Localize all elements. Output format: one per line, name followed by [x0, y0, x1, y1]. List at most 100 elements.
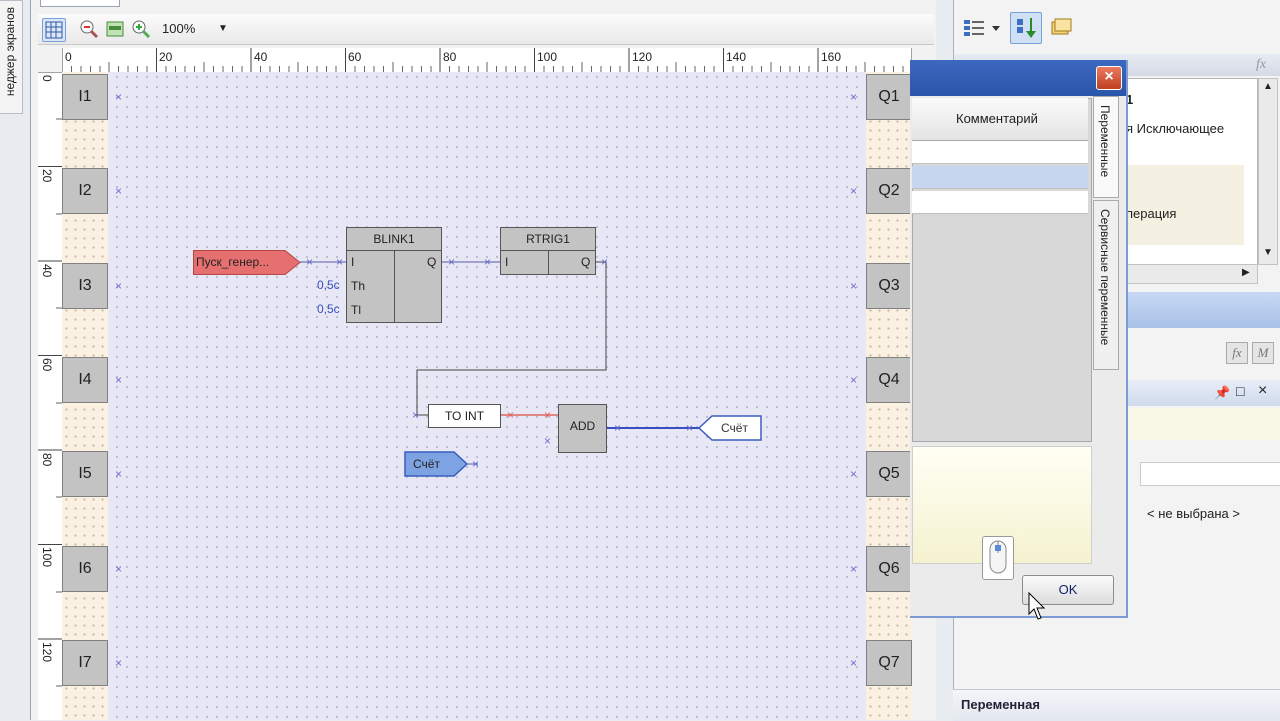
- dialog-close-button[interactable]: ×: [1096, 66, 1122, 90]
- connector-mark[interactable]: ×: [850, 279, 858, 293]
- properties-description: [1126, 165, 1244, 245]
- list-icon: [964, 20, 1000, 36]
- connector-mark[interactable]: ×: [412, 408, 420, 422]
- connector-mark[interactable]: ×: [115, 656, 123, 670]
- grid-row[interactable]: [912, 141, 1088, 164]
- variable-section: Переменная: [953, 689, 1280, 721]
- input-pin[interactable]: I4: [62, 357, 108, 403]
- comment-column-header: Комментарий: [956, 111, 1038, 126]
- macro-button[interactable]: M: [1252, 342, 1274, 364]
- close-icon: ×: [1104, 68, 1114, 85]
- input-pin[interactable]: I7: [62, 640, 108, 686]
- output-pin[interactable]: Q7: [866, 640, 912, 686]
- ruler-top-label: 20: [159, 50, 173, 64]
- grid-toggle-button[interactable]: [42, 18, 66, 42]
- ruler-top-label: 60: [348, 50, 362, 64]
- connector-mark[interactable]: ×: [306, 255, 314, 269]
- dialog-title-bar[interactable]: [910, 60, 1126, 96]
- connector-mark[interactable]: ×: [601, 255, 609, 269]
- zoom-in-icon: [132, 20, 151, 39]
- connector-mark[interactable]: ×: [850, 373, 858, 387]
- connector-mark[interactable]: ×: [507, 408, 515, 422]
- ruler-top-label: 160: [821, 50, 842, 64]
- connector-mark[interactable]: ×: [544, 434, 552, 448]
- grid-row-selected[interactable]: [912, 166, 1088, 189]
- input-pin[interactable]: I6: [62, 546, 108, 592]
- properties-scrollbar[interactable]: ▲ ▼: [1258, 78, 1278, 265]
- connector-mark[interactable]: ×: [544, 408, 552, 422]
- horizontal-scrollbar[interactable]: ▶: [1126, 264, 1258, 284]
- column-header[interactable]: Комментарий: [912, 98, 1088, 141]
- connector-mark[interactable]: ×: [686, 421, 694, 435]
- toint-block[interactable]: TO INT: [428, 404, 501, 428]
- zoom-in-button[interactable]: [130, 18, 152, 40]
- output-pin[interactable]: Q4: [866, 357, 912, 403]
- connector-mark[interactable]: ×: [448, 255, 456, 269]
- connector-mark[interactable]: ×: [614, 421, 622, 435]
- blink-th-value[interactable]: 0,5c: [317, 278, 340, 292]
- connector-mark[interactable]: ×: [115, 279, 123, 293]
- connector-mark[interactable]: ×: [115, 373, 123, 387]
- fit-page-button[interactable]: [104, 18, 126, 40]
- connector-mark[interactable]: ×: [115, 184, 123, 198]
- rtrig-output-q: Q: [581, 255, 591, 269]
- rtrig-block[interactable]: RTRIG1 I Q: [500, 227, 596, 275]
- connector-mark[interactable]: ×: [336, 255, 344, 269]
- connector-mark[interactable]: ×: [850, 467, 858, 481]
- diagram-canvas[interactable]: [62, 72, 912, 720]
- connector-mark[interactable]: ×: [115, 467, 123, 481]
- close-icon[interactable]: ×: [1258, 382, 1268, 399]
- dock-field[interactable]: [1140, 462, 1280, 486]
- ruler-top-label: 140: [726, 50, 747, 64]
- block-divider: [548, 250, 549, 274]
- zoom-select[interactable]: 100% ▼: [160, 19, 234, 39]
- ruler-top: 0 20 40 60 80 100 120 140 160: [62, 48, 912, 73]
- blink-tl-value[interactable]: 0,5c: [317, 302, 340, 316]
- input-pin[interactable]: I2: [62, 168, 108, 214]
- pages-icon: [1051, 18, 1072, 35]
- ruler-top-label: 0: [65, 50, 72, 64]
- rtrig-input-i: I: [505, 255, 509, 269]
- output-pin[interactable]: Q1: [866, 74, 912, 120]
- scroll-up-icon: ▲: [1263, 81, 1273, 92]
- ok-button[interactable]: OK: [1022, 575, 1114, 605]
- input-pin[interactable]: I1: [62, 74, 108, 120]
- count-input-label: Счёт: [413, 457, 440, 471]
- not-selected-value[interactable]: < не выбрана >: [1147, 506, 1240, 521]
- add-block[interactable]: ADD: [558, 404, 607, 453]
- connector-mark[interactable]: ×: [850, 90, 858, 104]
- connector-mark[interactable]: ×: [484, 255, 492, 269]
- output-pin[interactable]: Q5: [866, 451, 912, 497]
- document-tab[interactable]: [40, 0, 120, 7]
- connector-mark[interactable]: ×: [115, 90, 123, 104]
- connector-mark[interactable]: ×: [472, 457, 480, 471]
- start-variable-tag[interactable]: [193, 250, 301, 275]
- tab-service-variables[interactable]: Сервисные переменные: [1093, 200, 1119, 370]
- sort-button[interactable]: [1010, 12, 1042, 44]
- zoom-out-button[interactable]: [78, 18, 100, 40]
- output-pin[interactable]: Q6: [866, 546, 912, 592]
- count-output-tag[interactable]: [698, 415, 762, 441]
- tab-variables[interactable]: Переменные: [1093, 96, 1119, 198]
- mouse-icon: [982, 536, 1014, 580]
- pin-icon[interactable]: 📌: [1214, 385, 1231, 400]
- maximize-icon[interactable]: □: [1236, 383, 1245, 399]
- blink-block[interactable]: BLINK1 I Th Tl Q: [346, 227, 442, 323]
- chevron-down-icon: ▼: [218, 23, 228, 34]
- pages-button[interactable]: [1048, 14, 1074, 40]
- grid-row[interactable]: [912, 191, 1088, 214]
- screen-manager-tab[interactable]: неджер экранов: [0, 0, 23, 114]
- variable-section-label: Переменная: [961, 697, 1040, 712]
- sort-icon: [1017, 18, 1036, 38]
- connector-mark[interactable]: ×: [115, 562, 123, 576]
- input-pin[interactable]: I5: [62, 451, 108, 497]
- list-view-button[interactable]: [960, 14, 1004, 42]
- connector-mark[interactable]: ×: [850, 562, 858, 576]
- connector-mark[interactable]: ×: [850, 184, 858, 198]
- input-pin[interactable]: I3: [62, 263, 108, 309]
- fit-page-icon: [106, 21, 124, 37]
- function-button[interactable]: fx: [1226, 342, 1248, 364]
- count-input-tag[interactable]: [404, 451, 468, 477]
- connector-mark[interactable]: ×: [850, 656, 858, 670]
- output-pin[interactable]: Q3: [866, 263, 912, 309]
